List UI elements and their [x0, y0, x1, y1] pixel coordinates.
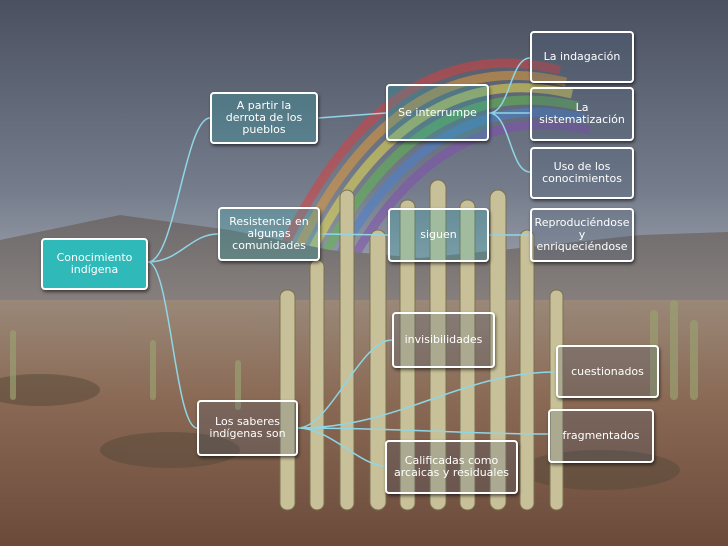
node-a-partir-derrota-label: A partir la derrota de los pueblos [225, 99, 303, 136]
node-fragmentados-label: fragmentados [562, 429, 640, 442]
node-invisibilidades[interactable]: invisibilidades [392, 312, 495, 368]
node-cuestionados-label: cuestionados [571, 364, 644, 378]
node-la-sistematizacion[interactable]: La sistematización [530, 87, 634, 141]
node-a-partir-derrota[interactable]: A partir la derrota de los pueblos [210, 92, 318, 144]
node-reproduciendose[interactable]: Reproduciéndose y enriqueciéndose [530, 208, 634, 262]
node-calificadas[interactable]: Calificadas como arcaicas y residuales [385, 440, 518, 494]
node-calificadas-label: Calificadas como arcaicas y residuales [394, 454, 509, 479]
node-se-interrumpe[interactable]: Se interrumpe [386, 84, 489, 141]
node-la-sistematizacion-label: La sistematización [539, 101, 625, 126]
node-siguen[interactable]: siguen [388, 208, 489, 262]
node-fragmentados[interactable]: fragmentados [548, 409, 654, 463]
node-siguen-label: siguen [420, 228, 457, 241]
node-uso-conocimientos[interactable]: Uso de los conocimientos [530, 147, 634, 199]
node-cuestionados[interactable]: cuestionados [556, 345, 659, 398]
node-resistencia-label: Resistencia en algunas comunidades [229, 215, 309, 252]
node-saberes-indigenas[interactable]: Los saberes indígenas son [197, 400, 298, 456]
node-uso-conocimientos-label: Uso de los conocimientos [542, 160, 622, 185]
node-reproduciendose-label: Reproduciéndose y enriqueciéndose [534, 216, 630, 253]
node-invisibilidades-label: invisibilidades [404, 333, 483, 346]
node-la-indagacion-label: La indagación [543, 50, 621, 63]
node-saberes-indigenas-label: Los saberes indígenas son [209, 415, 286, 440]
node-conocimiento-indigena[interactable]: Conocimiento indígena [41, 238, 148, 290]
node-resistencia[interactable]: Resistencia en algunas comunidades [218, 207, 320, 261]
node-conocimiento-indigena-label: Conocimiento indígena [56, 251, 133, 276]
node-se-interrumpe-label: Se interrumpe [398, 105, 477, 119]
node-la-indagacion[interactable]: La indagación [530, 31, 634, 83]
